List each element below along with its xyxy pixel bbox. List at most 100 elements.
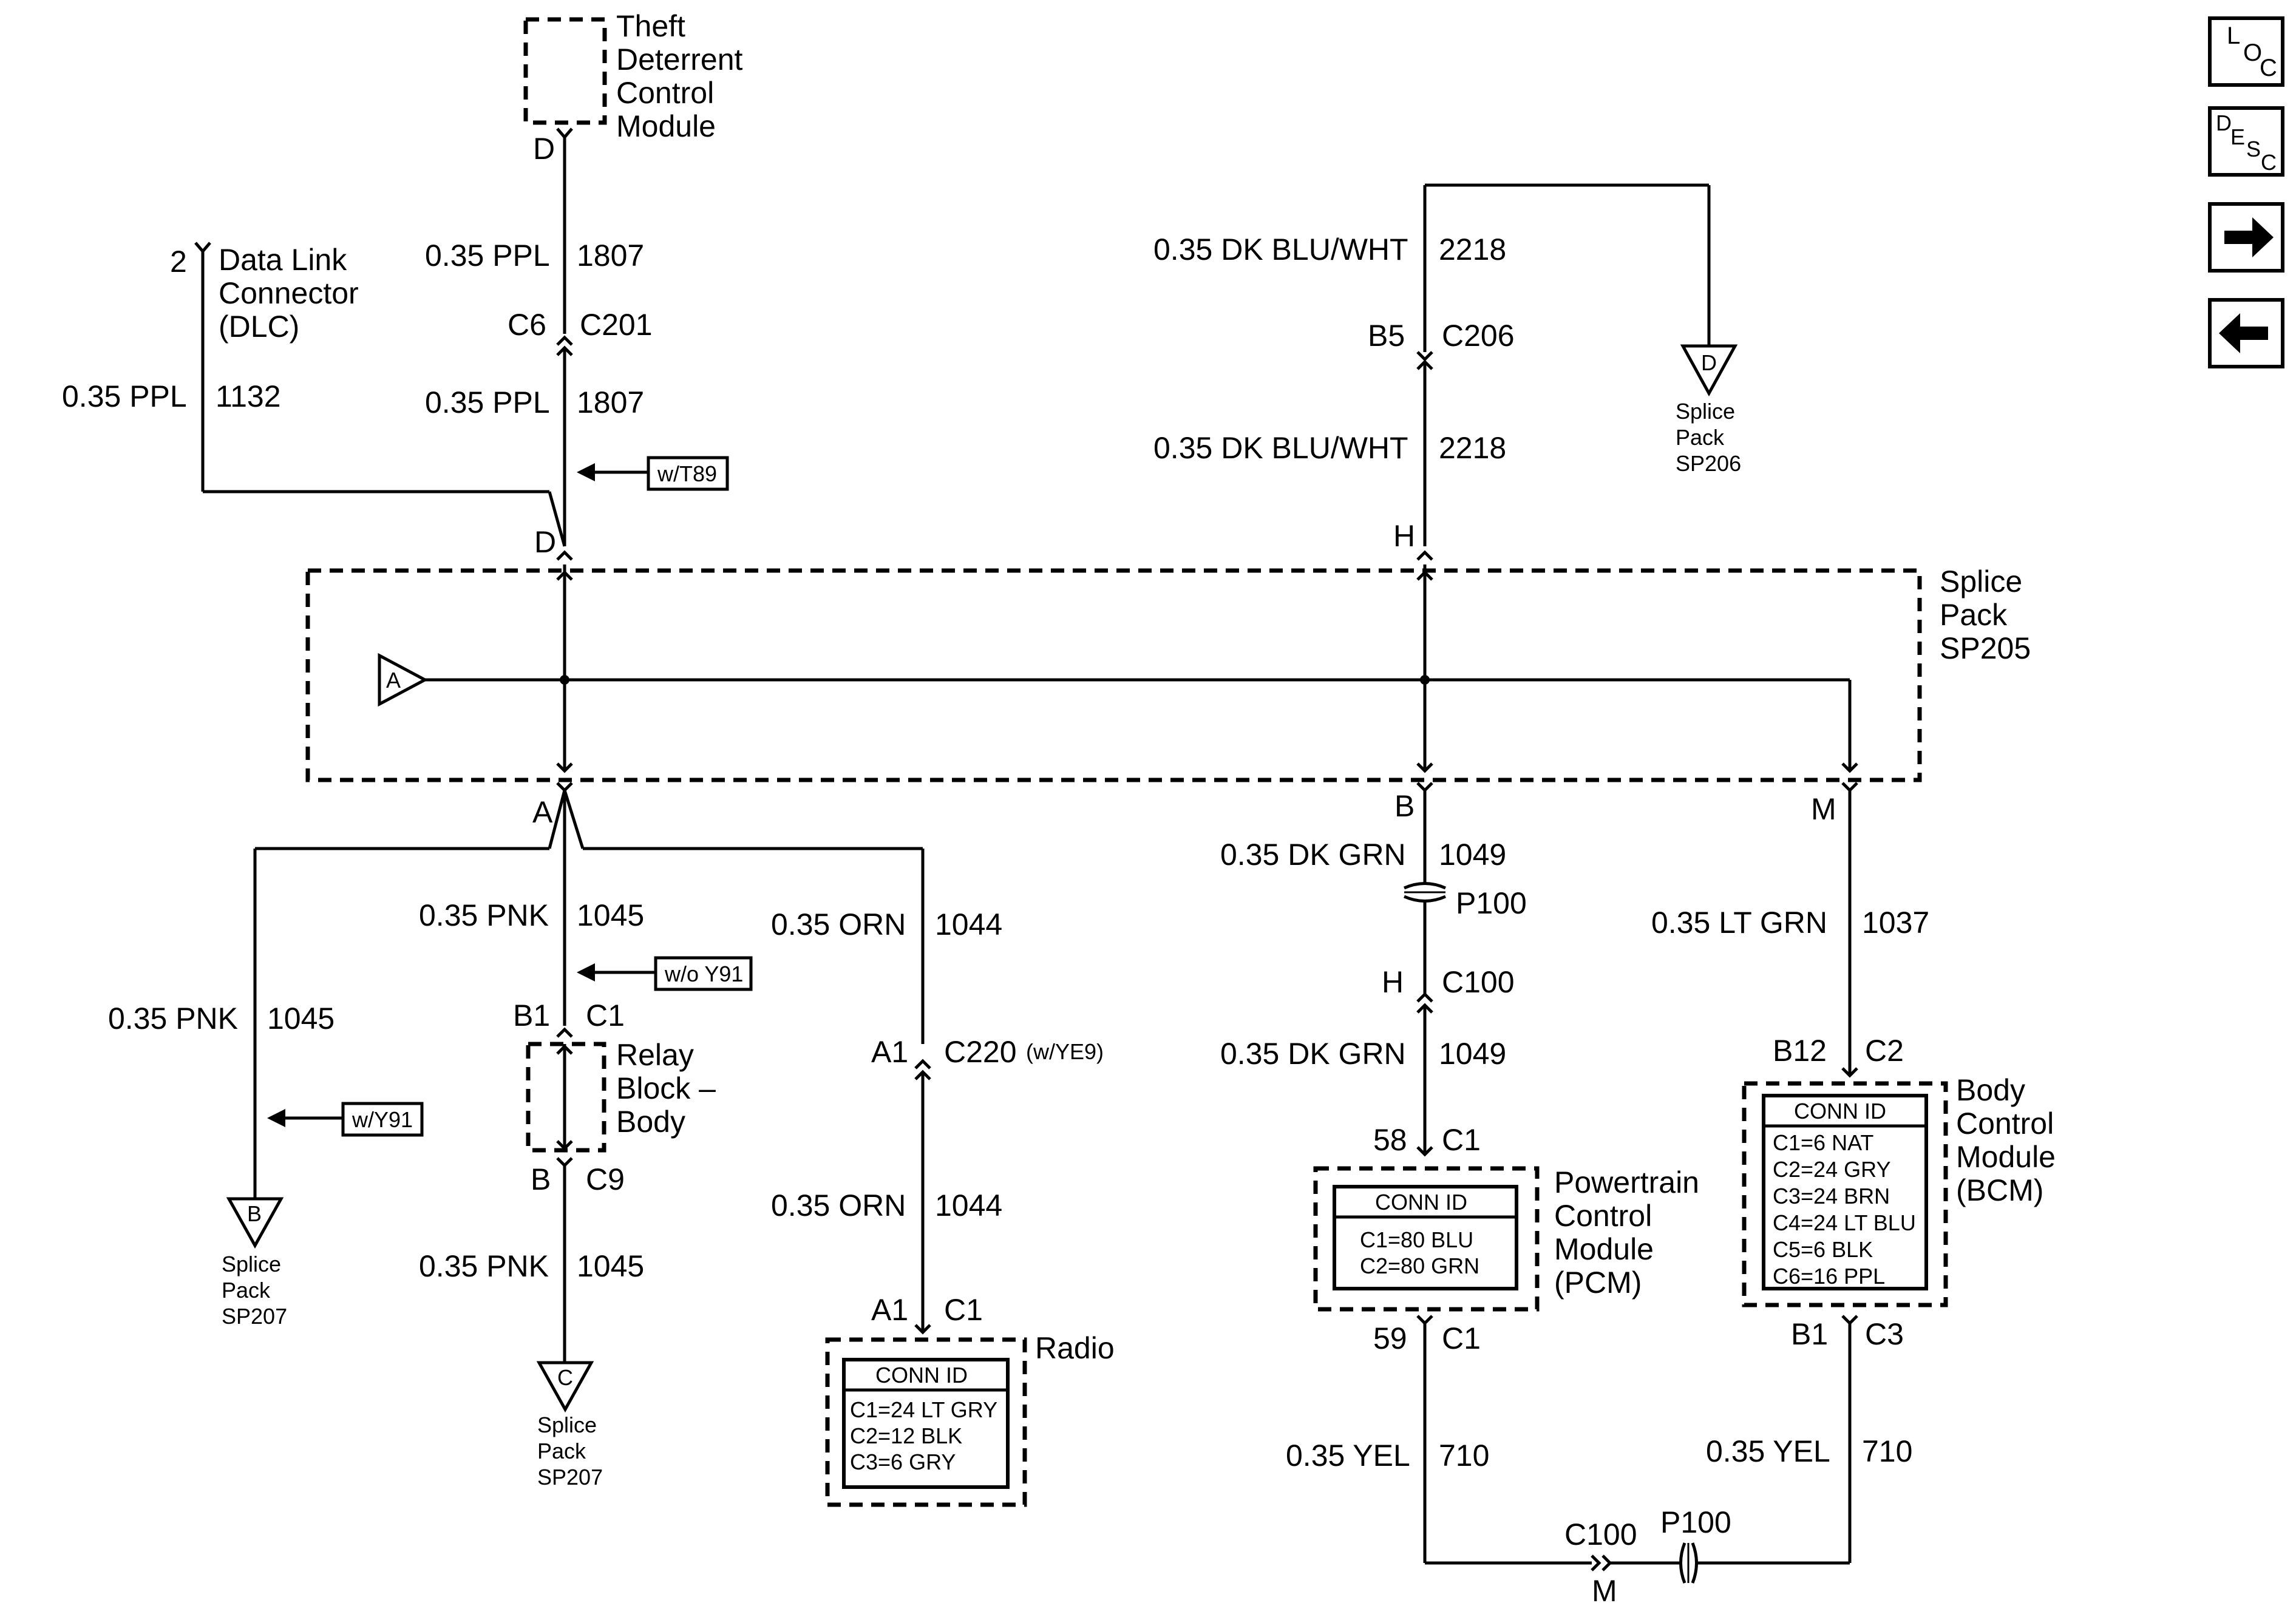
loc-letter-o: O: [2243, 39, 2262, 66]
bcm-conn-line-4: C4=24 LT BLU: [1773, 1210, 1916, 1235]
wire-1037-size: 0.35 LT GRN: [1651, 906, 1827, 940]
pcm-c1-top-pin: 58: [1373, 1123, 1407, 1157]
next-page-button[interactable]: [2208, 202, 2284, 273]
bcm-module: CONN ID C1=6 NAT C2=24 GRY C3=24 BRN C4=…: [1742, 1073, 2056, 1307]
option-wt89: w/T89: [577, 456, 729, 491]
bcm-conn-line-1: C1=6 NAT: [1773, 1130, 1873, 1155]
bcm-c2-pin: B12: [1773, 1034, 1827, 1068]
wire-1044-bottom-size: 0.35 ORN: [771, 1188, 906, 1222]
sp207c-name-2: Pack: [537, 1439, 586, 1463]
bcm-name-1: Body: [1956, 1073, 2025, 1107]
wire-1807: [556, 127, 573, 561]
wire-1044-top-size: 0.35 ORN: [771, 907, 906, 941]
c220-pin: A1: [871, 1035, 908, 1069]
previous-page-button[interactable]: [2208, 298, 2284, 368]
sp205-pin-h: H: [1393, 519, 1415, 553]
wire-710-right-circuit: 710: [1862, 1434, 1912, 1468]
sp207b-name-3: SP207: [222, 1304, 287, 1329]
wire-1045-relay-top-circuit: 1045: [577, 898, 644, 932]
sp206-name-2: Pack: [1676, 425, 1725, 450]
relay-block-body: Relay Block – Body B1 C1 B C9: [513, 998, 716, 1363]
pcm-name-2: Control: [1554, 1199, 1652, 1233]
sp205-pin-a: A: [532, 795, 553, 829]
pcm-c1-bottom-name: C1: [1442, 1321, 1481, 1355]
splice-pack-sp207-b: B Splice Pack SP207: [222, 1197, 287, 1329]
c9-relay-name: C9: [586, 1162, 625, 1196]
bcm-c3-pin: B1: [1791, 1317, 1828, 1351]
pcm-c1-bottom-pin: 59: [1373, 1321, 1407, 1355]
option-wo-y91: w/o Y91: [577, 956, 753, 991]
pcm-module: CONN ID C1=80 BLU C2=80 GRN Powertrain C…: [1313, 1165, 1699, 1312]
sp206-name-3: SP206: [1676, 451, 1741, 476]
tdcm-name-3: Control: [616, 76, 714, 110]
bcm-conn-id-title: CONN ID: [1794, 1099, 1886, 1124]
wire-710: [1416, 1315, 1858, 1584]
pcm-conn-id-title: CONN ID: [1375, 1190, 1467, 1215]
sp205-name-1: Splice: [1940, 564, 2022, 598]
dlc-name-2: Connector: [219, 276, 359, 310]
wire-2218-top-circuit: 2218: [1439, 232, 1506, 266]
c1-relay-pin: B1: [513, 998, 550, 1032]
sp205-pin-b: B: [1394, 789, 1415, 823]
sp207c-name-1: Splice: [537, 1412, 597, 1437]
sp205-pin-m: M: [1811, 792, 1836, 826]
tdcm-name-2: Deterrent: [616, 42, 743, 76]
sp207c-letter: C: [557, 1365, 573, 1390]
radio-conn-line-3: C3=6 GRY: [850, 1449, 956, 1474]
relay-name-2: Block –: [616, 1071, 716, 1105]
wire-710-right-size: 0.35 YEL: [1706, 1434, 1830, 1468]
sp205-name-3: SP205: [1940, 631, 2031, 665]
loc-letter-c: C: [2260, 55, 2277, 81]
wire-1044: [914, 1059, 931, 1335]
wire-2218-bottom-circuit: 2218: [1439, 431, 1506, 465]
bcm-conn-line-3: C3=24 BRN: [1773, 1184, 1890, 1209]
bcm-name-4: (BCM): [1956, 1173, 2043, 1207]
desc-button[interactable]: D E S C: [2208, 106, 2284, 177]
option-w-y91: w/Y91: [267, 1102, 424, 1137]
radio-c1-pin: A1: [871, 1293, 908, 1327]
wire-1049-bottom-circuit: 1049: [1439, 1037, 1506, 1071]
desc-letter-e: E: [2230, 124, 2245, 149]
wire-2218: [1416, 183, 1711, 561]
c1-relay-name: C1: [586, 998, 625, 1032]
wire-a-branch: [253, 782, 925, 1199]
wire-1049-top-size: 0.35 DK GRN: [1220, 838, 1406, 872]
sp205-name-2: Pack: [1940, 598, 2008, 632]
wire-710-left-circuit: 710: [1439, 1439, 1489, 1473]
c220-name: C220: [944, 1035, 1017, 1069]
option-wt89-label: w/T89: [657, 461, 717, 486]
bcm-conn-line-2: C2=24 GRY: [1773, 1157, 1890, 1182]
tdcm-pin: D: [533, 132, 555, 166]
pcm-name-1: Powertrain: [1554, 1165, 1699, 1199]
bottom-p100-name: P100: [1660, 1505, 1731, 1539]
c220-note: (w/YE9): [1026, 1039, 1104, 1064]
pcm-conn-line-1: C1=80 BLU: [1360, 1227, 1473, 1252]
wire-2218-bottom-size: 0.35 DK BLU/WHT: [1153, 431, 1408, 465]
wire-1049-top-circuit: 1049: [1439, 838, 1506, 872]
c201-name: C201: [580, 308, 653, 342]
wire-1132-circuit: 1132: [216, 379, 281, 413]
data-link-connector: 2 Data Link Connector (DLC) 0.35 PPL 113…: [62, 242, 566, 547]
sp207b-letter: B: [247, 1201, 262, 1226]
bottom-c100-pin: M: [1592, 1574, 1617, 1608]
wire-710-left-size: 0.35 YEL: [1286, 1439, 1410, 1473]
wire-1807-bottom-size: 0.35 PPL: [425, 385, 550, 419]
wire-1045-relay-bottom-size: 0.35 PNK: [419, 1249, 549, 1283]
option-wo-y91-label: w/o Y91: [664, 961, 743, 986]
loc-button[interactable]: L O C: [2208, 16, 2284, 87]
wire-1049: [1403, 782, 1447, 1157]
arrow-left-icon: [2219, 313, 2268, 353]
dlc-name-3: (DLC): [219, 310, 299, 344]
loc-letter-l: L: [2227, 22, 2240, 49]
wire-1049-bottom-size: 0.35 DK GRN: [1220, 1037, 1406, 1071]
radio-c1-name: C1: [944, 1293, 983, 1327]
sp206-name-1: Splice: [1676, 399, 1735, 424]
wire-2218-top-size: 0.35 DK BLU/WHT: [1153, 232, 1408, 266]
sp205-pin-d: D: [534, 525, 556, 559]
theft-deterrent-module: Theft Deterrent Control Module D: [523, 9, 743, 166]
pcm-conn-line-2: C2=80 GRN: [1360, 1253, 1479, 1278]
arrow-right-icon: [2224, 217, 2274, 257]
dlc-name-1: Data Link: [219, 243, 347, 277]
bcm-conn-line-5: C5=6 BLK: [1773, 1237, 1873, 1262]
